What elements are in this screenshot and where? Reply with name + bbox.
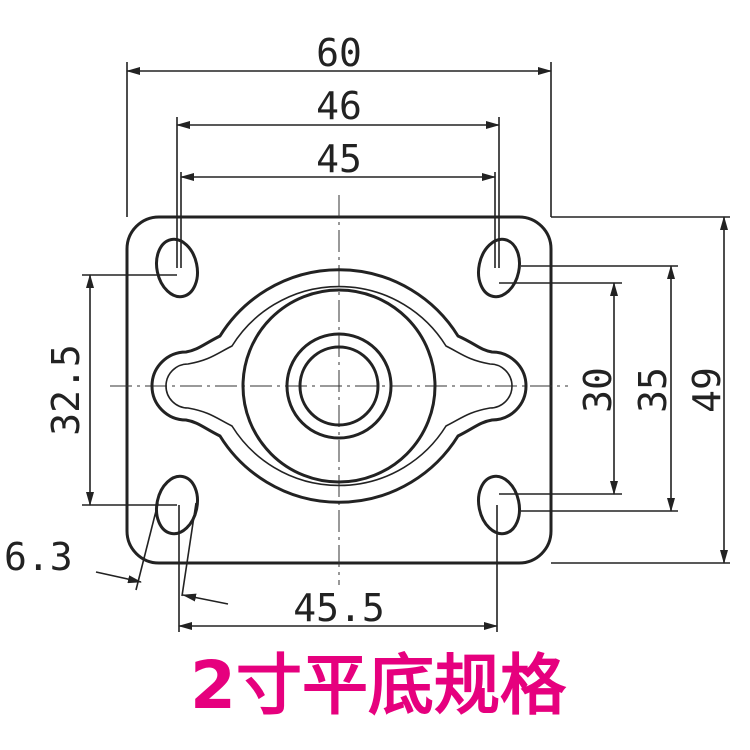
dim-label-35: 35 bbox=[631, 367, 675, 413]
mounting-slot-bottom-left bbox=[155, 474, 199, 536]
mounting-slot-top-right bbox=[477, 237, 521, 299]
hub-circle-outer bbox=[285, 332, 393, 440]
mounting-slot-bottom-right bbox=[477, 474, 521, 536]
mounting-slot-top-left bbox=[155, 237, 199, 299]
raceway-circle bbox=[241, 288, 437, 484]
dim-label-45: 45 bbox=[316, 137, 362, 181]
dim-label-60: 60 bbox=[316, 31, 362, 75]
dim-leader-6-3-left bbox=[95, 571, 142, 584]
swivel-housing-outer bbox=[150, 268, 528, 504]
ext-line-6-3-right bbox=[181, 502, 197, 597]
ext-line-6-3-left bbox=[135, 502, 159, 591]
hub-circle-inner bbox=[298, 345, 380, 427]
swivel-housing-inner bbox=[165, 285, 513, 487]
caption-title: 2寸平底规格 bbox=[190, 647, 567, 724]
dim-label-30: 30 bbox=[576, 367, 620, 413]
dim-label-49: 49 bbox=[685, 367, 729, 413]
dim-label-46: 46 bbox=[316, 84, 362, 128]
dim-label-32-5: 32.5 bbox=[44, 344, 88, 436]
dim-label-45-5: 45.5 bbox=[293, 586, 385, 630]
dim-label-6-3: 6.3 bbox=[4, 535, 73, 579]
dim-leader-6-3-right bbox=[182, 593, 229, 605]
